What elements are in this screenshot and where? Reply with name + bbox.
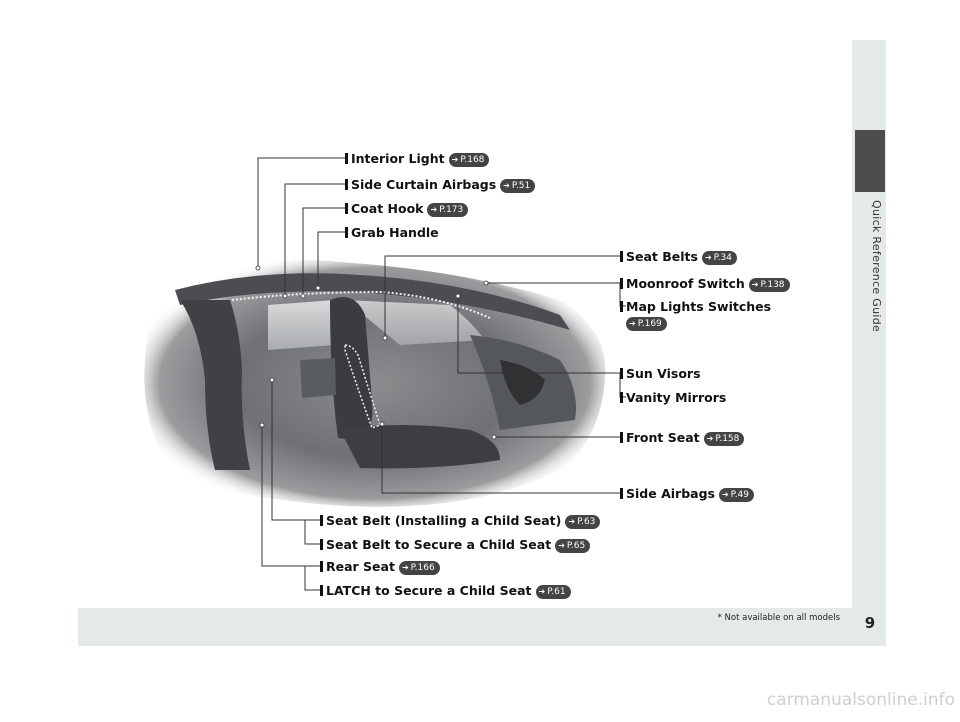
arrow-icon: ➔: [430, 205, 438, 214]
arrow-icon: ➔: [751, 280, 759, 289]
arrow-icon: ➔: [558, 541, 565, 550]
page-ref-badge[interactable]: ➔P.34: [701, 251, 737, 265]
car-silhouette: [144, 259, 606, 507]
callout-seat-belt-installing-child-seat[interactable]: Seat Belt (Installing a Child Seat)➔P.63: [320, 513, 601, 529]
callout-grab-handle: Grab Handle: [345, 225, 439, 241]
arrow-icon: ➔: [721, 490, 729, 499]
arrow-icon: ➔: [568, 517, 576, 526]
arrow-icon: ➔: [538, 587, 546, 596]
callout-front-seat[interactable]: Front Seat➔P.158: [620, 430, 745, 446]
callout-rear-seat[interactable]: Rear Seat➔P.166: [320, 559, 440, 575]
callout-moonroof-switch[interactable]: Moonroof Switch➔P.138: [620, 276, 790, 292]
leader-lines: [257, 157, 626, 591]
callout-sun-visors: Sun Visors: [620, 366, 701, 382]
page-ref-badge[interactable]: ➔P.65: [555, 539, 591, 553]
callout-side-curtain-airbags[interactable]: Side Curtain Airbags➔P.51: [345, 177, 536, 193]
arrow-icon: ➔: [451, 155, 459, 164]
section-tab[interactable]: [855, 130, 885, 192]
page-ref-badge[interactable]: ➔P.166: [398, 561, 440, 575]
page-ref-badge[interactable]: ➔P.138: [748, 278, 790, 292]
arrow-icon: ➔: [401, 563, 409, 572]
callout-vanity-mirrors: Vanity Mirrors: [620, 390, 726, 406]
watermark: carmanualsonline.info: [766, 690, 955, 710]
page-ref-badge[interactable]: ➔P.61: [535, 585, 571, 599]
arrow-icon: ➔: [706, 434, 714, 443]
callout-seat-belt-secure-child-seat[interactable]: Seat Belt to Secure a Child Seat➔P.65: [320, 537, 591, 553]
callout-side-airbags[interactable]: Side Airbags➔P.49: [620, 486, 755, 502]
callout-coat-hook[interactable]: Coat Hook➔P.173: [345, 201, 469, 217]
page-ref-badge[interactable]: ➔P.63: [565, 515, 601, 529]
page-ref-badge[interactable]: ➔P.168: [448, 153, 490, 167]
page-number: 9: [864, 614, 876, 632]
section-tab-label: Quick Reference Guide: [870, 200, 883, 333]
callout-map-lights-switches[interactable]: Map Lights Switches ➔P.169: [620, 299, 771, 331]
page-ref-badge[interactable]: ➔P.51: [500, 179, 536, 193]
leader-dots: [255, 265, 497, 440]
footnote: * Not available on all models: [717, 613, 840, 623]
page-ref-badge[interactable]: ➔P.169: [626, 317, 667, 331]
arrow-icon: ➔: [503, 181, 510, 190]
arrow-icon: ➔: [629, 319, 636, 328]
page-ref-badge[interactable]: ➔P.49: [718, 488, 755, 502]
arrow-icon: ➔: [704, 253, 712, 262]
callout-latch-secure-child-seat[interactable]: LATCH to Secure a Child Seat➔P.61: [320, 583, 571, 599]
page-ref-badge[interactable]: ➔P.158: [703, 432, 745, 446]
page-ref-badge[interactable]: ➔P.173: [427, 203, 469, 217]
callout-seat-belts[interactable]: Seat Belts➔P.34: [620, 249, 737, 265]
callout-interior-light[interactable]: Interior Light➔P.168: [345, 151, 490, 167]
